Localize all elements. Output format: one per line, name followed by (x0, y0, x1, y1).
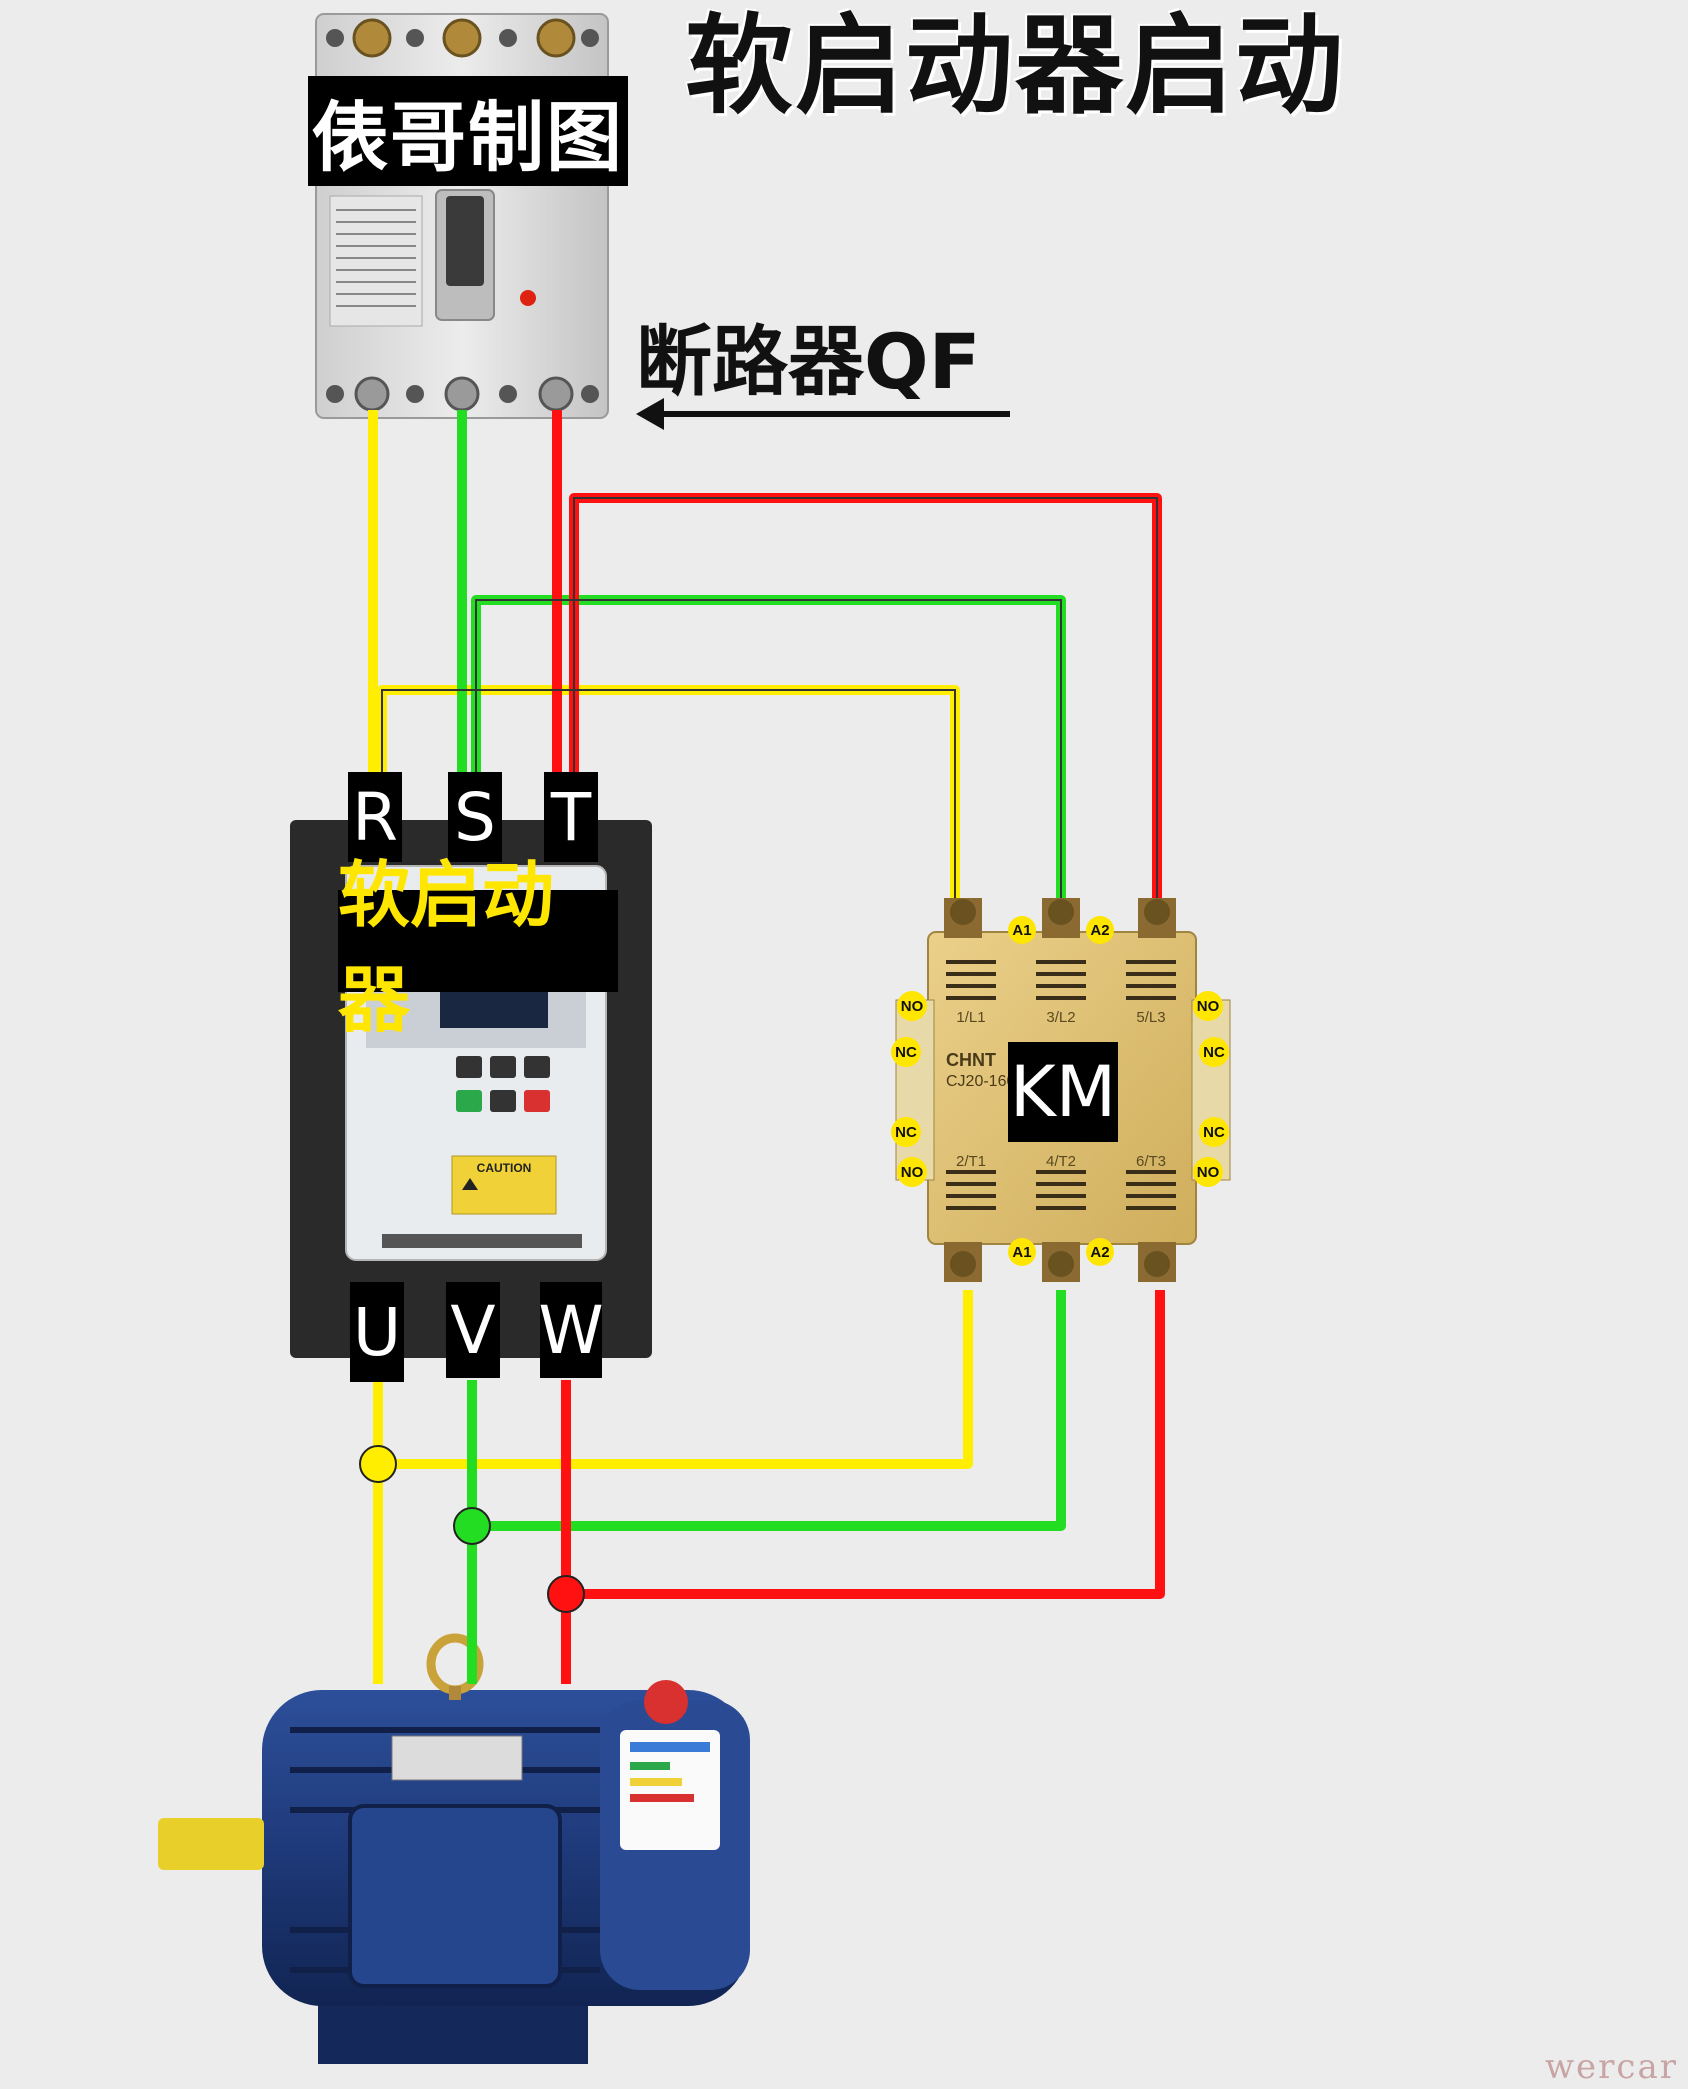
contactor-vents (946, 960, 1176, 1210)
motor-energy-label (620, 1730, 720, 1850)
motor (158, 1633, 750, 2064)
km-brand: CHNT (946, 1050, 996, 1070)
aux-left-1: NO (901, 998, 924, 1015)
terminal-s: S (448, 772, 502, 862)
wire-l2-km-bypass (472, 1290, 1066, 1531)
keypad-down-button[interactable] (490, 1090, 516, 1112)
km-terminal-l1: 1/L1 (956, 1009, 985, 1026)
coil-a2-bottom: A2 (1090, 1244, 1109, 1261)
motor-shaft (158, 1818, 264, 1870)
aux-left-3: NC (895, 1124, 917, 1141)
caution-text: CAUTION (477, 1161, 532, 1175)
km-terminal-l2: 3/L2 (1046, 1009, 1075, 1026)
keypad-button[interactable] (524, 1056, 550, 1078)
watermark: wercar (1544, 2047, 1678, 2087)
contactor-label: KM (1008, 1042, 1118, 1142)
keypad-button[interactable] (456, 1056, 482, 1078)
wire-outlines (381, 497, 1158, 898)
aux-left-2: NC (895, 1044, 917, 1061)
breaker-pointer-arrow (636, 398, 1010, 430)
circuit-breaker (315, 13, 609, 419)
aux-right-4: NO (1197, 1164, 1220, 1181)
breaker-label: 断路器QF (636, 317, 981, 406)
km-terminal-t1: 2/T1 (956, 1153, 986, 1170)
km-terminal-t3: 6/T3 (1136, 1153, 1166, 1170)
contactor-bottom-screws (944, 1242, 1176, 1282)
coil-terminals-top: A1 A2 A1 A2 (1008, 916, 1114, 1266)
terminal-u: U (350, 1282, 404, 1382)
km-terminal-l3: 5/L3 (1136, 1009, 1165, 1026)
junction-dot-l1 (359, 1445, 397, 1483)
keypad-stop-button[interactable] (524, 1090, 550, 1112)
contactor-km: 1/L1 3/L2 5/L3 2/T1 4/T2 6/T3 CHNT CJ20-… (891, 898, 1231, 1282)
contactor-top-screws (944, 898, 1176, 938)
wire-l3-t-to-km (569, 493, 1162, 898)
junction-dot-l2 (453, 1507, 491, 1545)
soft-starter-label: 软启动器 (338, 853, 618, 1042)
aux-right-2: NC (1203, 1044, 1225, 1061)
wire-l3-km-bypass (566, 1290, 1165, 1599)
km-terminal-t2: 4/T2 (1046, 1153, 1076, 1170)
terminal-r: R (348, 772, 402, 862)
aux-right-1: NO (1197, 998, 1220, 1015)
breaker-top-terminals (326, 18, 599, 58)
terminal-t: T (544, 772, 598, 862)
coil-a1-top: A1 (1012, 922, 1031, 939)
keypad-run-button[interactable] (456, 1090, 482, 1112)
soft-starter-keypad (456, 1056, 550, 1112)
aux-left-4: NO (901, 1164, 924, 1181)
terminal-w: W (538, 1282, 604, 1378)
breaker-handle[interactable] (446, 196, 484, 286)
terminal-v: V (446, 1282, 500, 1378)
km-model: CJ20-160 (946, 1073, 1015, 1090)
keypad-up-button[interactable] (490, 1056, 516, 1078)
junction-dot-l3 (547, 1575, 585, 1613)
aux-contacts: NO NC NC NO NO NC NC NO (891, 991, 1229, 1187)
breaker-bottom-terminals (326, 376, 599, 412)
wire-l1-km-bypass (378, 1290, 973, 1469)
breaker-trip-indicator (520, 290, 536, 306)
page-title: 软启动器启动 (685, 4, 1346, 129)
author-tag: 俵哥制图 (308, 76, 628, 186)
aux-right-3: NC (1203, 1124, 1225, 1141)
breaker-nameplate-lines (336, 209, 416, 307)
coil-a1-bottom: A1 (1012, 1244, 1031, 1261)
coil-a2-top: A2 (1090, 922, 1109, 939)
